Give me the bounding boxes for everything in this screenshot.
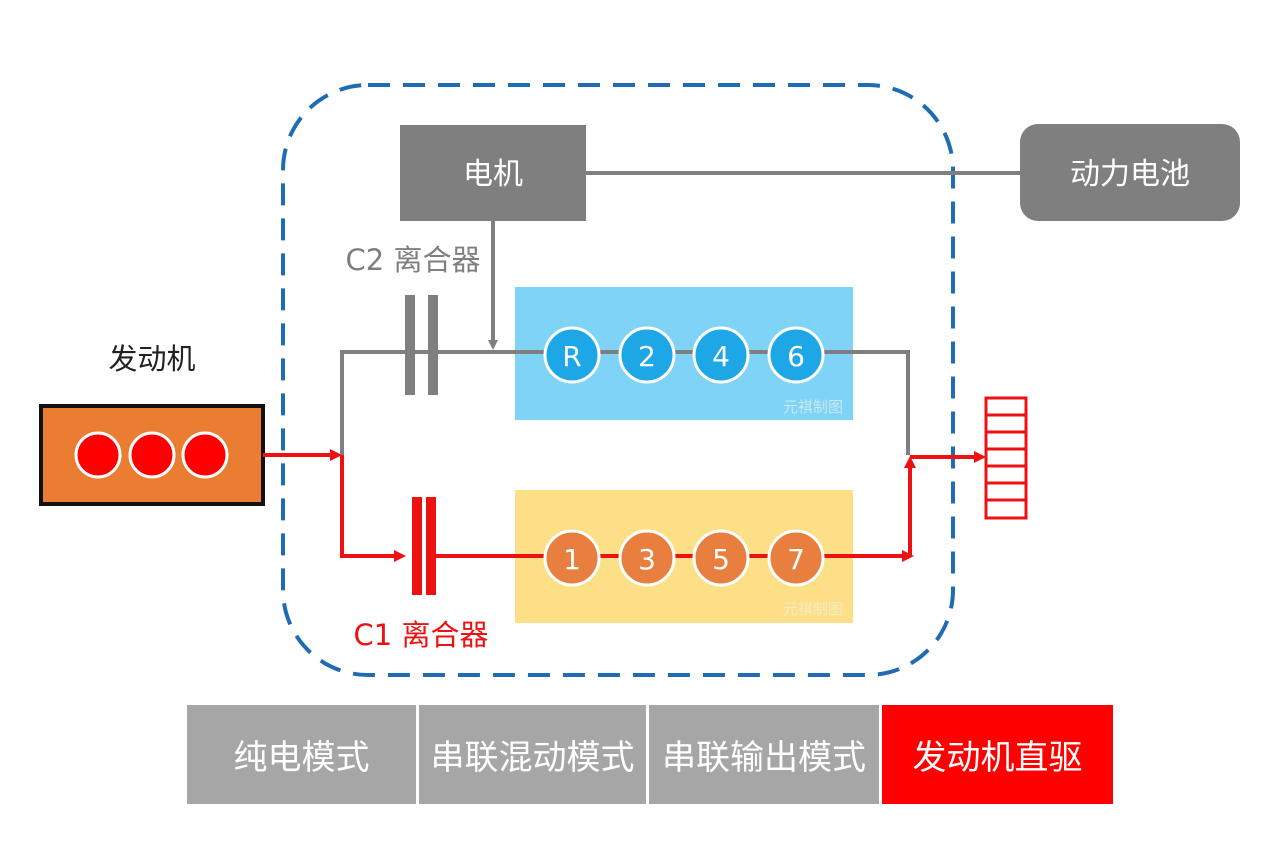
odd-input-path [340, 455, 406, 562]
gear-label-4: 4 [712, 340, 730, 373]
transmission-boundary [281, 83, 955, 677]
watermark-bottom: 元祺制图 [783, 600, 843, 618]
c2-clutch-label: C2 离合器 [346, 243, 481, 277]
gear-circle-3 [618, 529, 676, 587]
gear-label-5: 5 [712, 543, 730, 576]
watermark-top: 元祺制图 [783, 398, 843, 416]
gear-label-6: 6 [787, 340, 805, 373]
mode-tab-pure-electric[interactable]: 纯电模式 [187, 705, 416, 804]
c1-clutch-label: C1 离合器 [354, 618, 489, 652]
odd-gears: 1 3 5 7 [543, 529, 825, 587]
c1-clutch-plate-left [412, 497, 422, 595]
gear-circle-r [543, 326, 601, 384]
mode-selector: 纯电模式 串联混动模式 串联输出模式 发动机直驱 [187, 705, 1113, 804]
motor-block [400, 125, 586, 221]
gear-label-r: R [562, 340, 581, 373]
gear-circle-5 [692, 529, 750, 587]
gear-circle-6 [767, 326, 825, 384]
mode-tab-engine-direct-drive[interactable]: 发动机直驱 [882, 705, 1113, 804]
engine-label: 发动机 [108, 342, 195, 376]
mode-tab-series-hybrid[interactable]: 串联混动模式 [419, 705, 646, 804]
motor-label: 电机 [463, 157, 523, 192]
engine-cylinder-3 [181, 431, 229, 479]
battery-label: 动力电池 [1070, 157, 1190, 192]
wheel-output-icon [984, 396, 1028, 520]
gear-circle-4 [692, 326, 750, 384]
c1-clutch-plate-right [426, 497, 436, 595]
engine-cylinder-1 [74, 431, 122, 479]
even-gears: R 2 4 6 [543, 326, 825, 384]
c2-clutch-plate-left [405, 295, 415, 395]
gear-circle-7 [767, 529, 825, 587]
mode-tab-series-output[interactable]: 串联输出模式 [649, 705, 879, 804]
gear-label-2: 2 [638, 340, 656, 373]
c2-clutch-plate-right [428, 295, 438, 395]
gear-label-1: 1 [563, 543, 581, 576]
engine-cylinder-2 [128, 431, 176, 479]
battery-block [1020, 124, 1240, 221]
gear-label-7: 7 [787, 543, 805, 576]
gear-circle-2 [618, 326, 676, 384]
gear-label-3: 3 [638, 543, 656, 576]
gear-circle-1 [543, 529, 601, 587]
